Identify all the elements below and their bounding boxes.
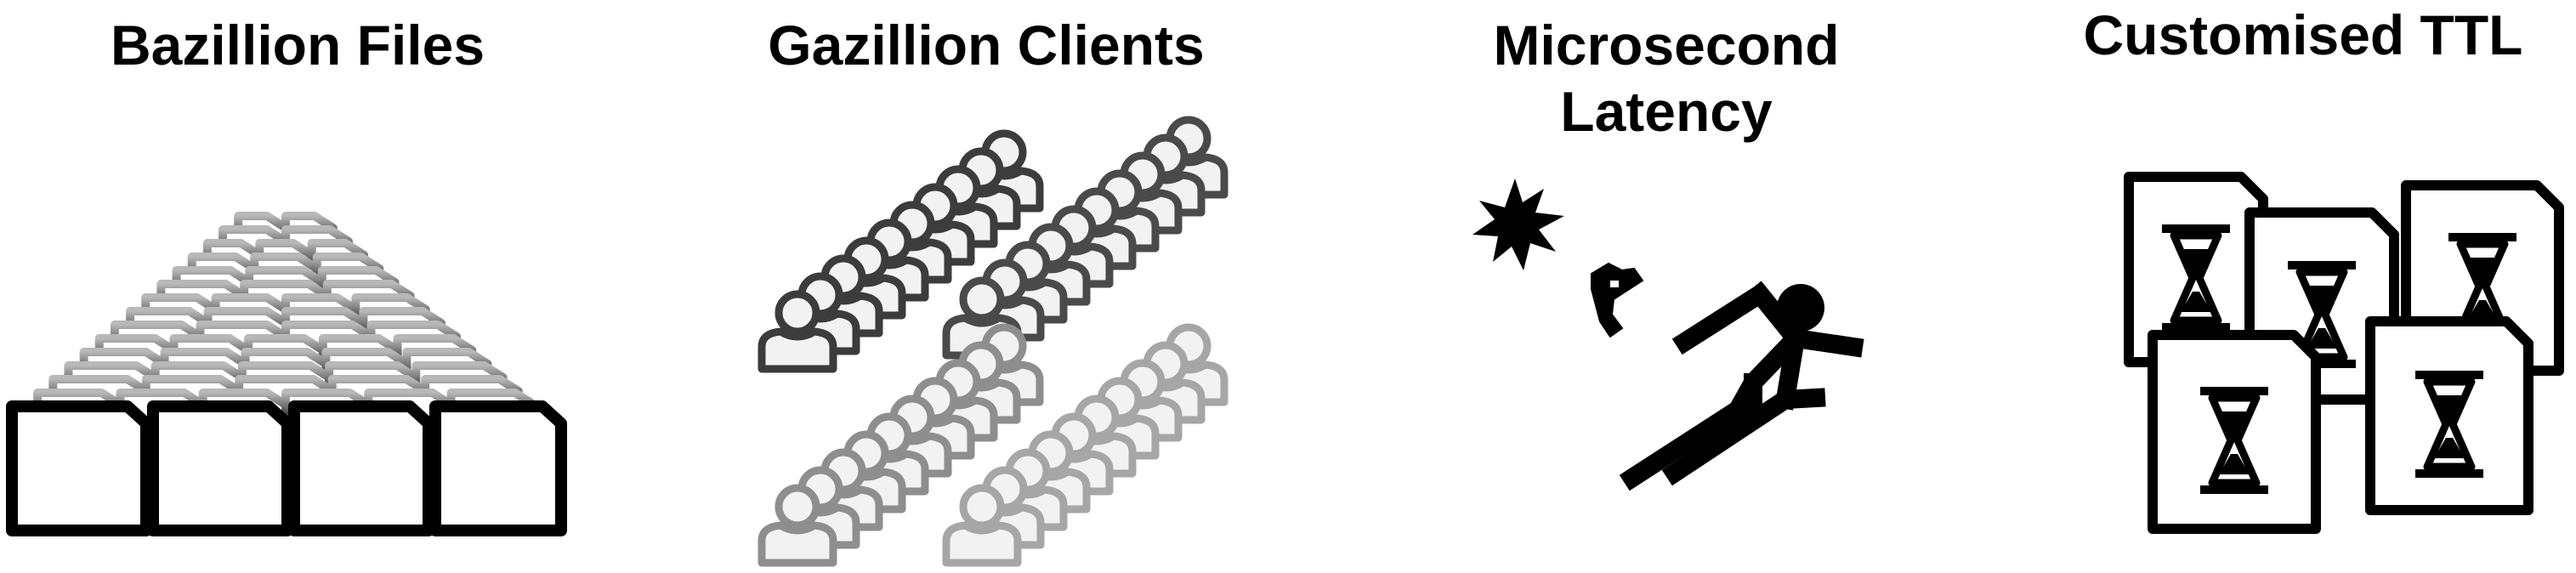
stacked-files-icon: [6, 212, 567, 536]
panel-bazillion-files: Bazillion Files: [0, 0, 595, 573]
panel-title: Microsecond Latency: [1493, 14, 1840, 143]
pistol-icon: [1591, 262, 1644, 338]
muzzle-flash-icon: [1472, 179, 1564, 270]
panel-title: Bazillion Files: [110, 14, 485, 77]
panel-microsecond-latency: Microsecond Latency: [1411, 0, 1921, 573]
files-with-hourglass-icon: [2124, 172, 2564, 534]
panel-gazillion-clients: Gazillion Clients: [689, 0, 1284, 573]
crowd-of-users-icon: [689, 0, 1284, 573]
panel-title: Customised TTL: [2083, 3, 2523, 66]
panel-title: Gazillion Clients: [768, 14, 1205, 77]
dodging-figure-icon: [1619, 281, 1864, 491]
panel-customised-ttl: Customised TTL: [2040, 0, 2576, 573]
front-file-row: [6, 400, 567, 536]
bullet-dodging-figure-icon: [1472, 179, 1864, 491]
